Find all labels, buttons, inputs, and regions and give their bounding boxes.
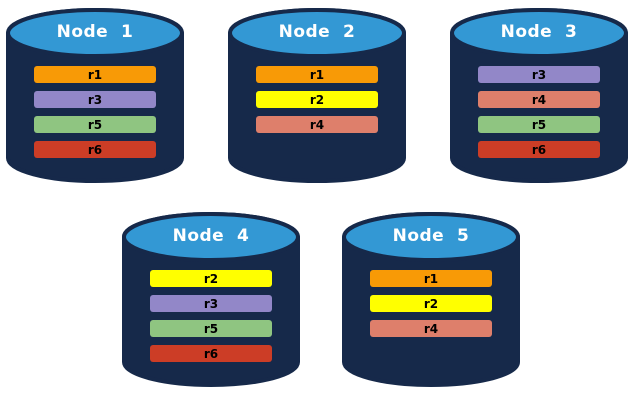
record-bar-r1[interactable]: r1: [33, 66, 157, 83]
record-list: r2 r3 r5 r6: [122, 270, 300, 362]
cylinder-top-cap: [6, 8, 184, 58]
record-bar-r5[interactable]: r5: [33, 116, 157, 133]
record-bar-r2[interactable]: r2: [255, 91, 379, 108]
record-list: r1 r2 r4: [342, 270, 520, 337]
record-bar-r6[interactable]: r6: [149, 345, 273, 362]
record-bar-r4[interactable]: r4: [255, 116, 379, 133]
record-bar-r5[interactable]: r5: [477, 116, 601, 133]
record-bar-r3[interactable]: r3: [33, 91, 157, 108]
record-list: r3 r4 r5 r6: [450, 66, 628, 158]
record-list: r1 r3 r5 r6: [6, 66, 184, 158]
record-bar-r2[interactable]: r2: [369, 295, 493, 312]
record-bar-r1[interactable]: r1: [369, 270, 493, 287]
record-bar-r5[interactable]: r5: [149, 320, 273, 337]
cylinder-top-cap: [228, 8, 406, 58]
record-bar-r4[interactable]: r4: [369, 320, 493, 337]
record-bar-r1[interactable]: r1: [255, 66, 379, 83]
record-bar-r6[interactable]: r6: [33, 141, 157, 158]
record-list: r1 r2 r4: [228, 66, 406, 133]
record-bar-r4[interactable]: r4: [477, 91, 601, 108]
record-bar-r3[interactable]: r3: [477, 66, 601, 83]
cylinder-top-cap: [122, 212, 300, 262]
record-bar-r2[interactable]: r2: [149, 270, 273, 287]
cylinder-top-cap: [342, 212, 520, 262]
record-bar-r3[interactable]: r3: [149, 295, 273, 312]
record-bar-r6[interactable]: r6: [477, 141, 601, 158]
cylinder-top-cap: [450, 8, 628, 58]
